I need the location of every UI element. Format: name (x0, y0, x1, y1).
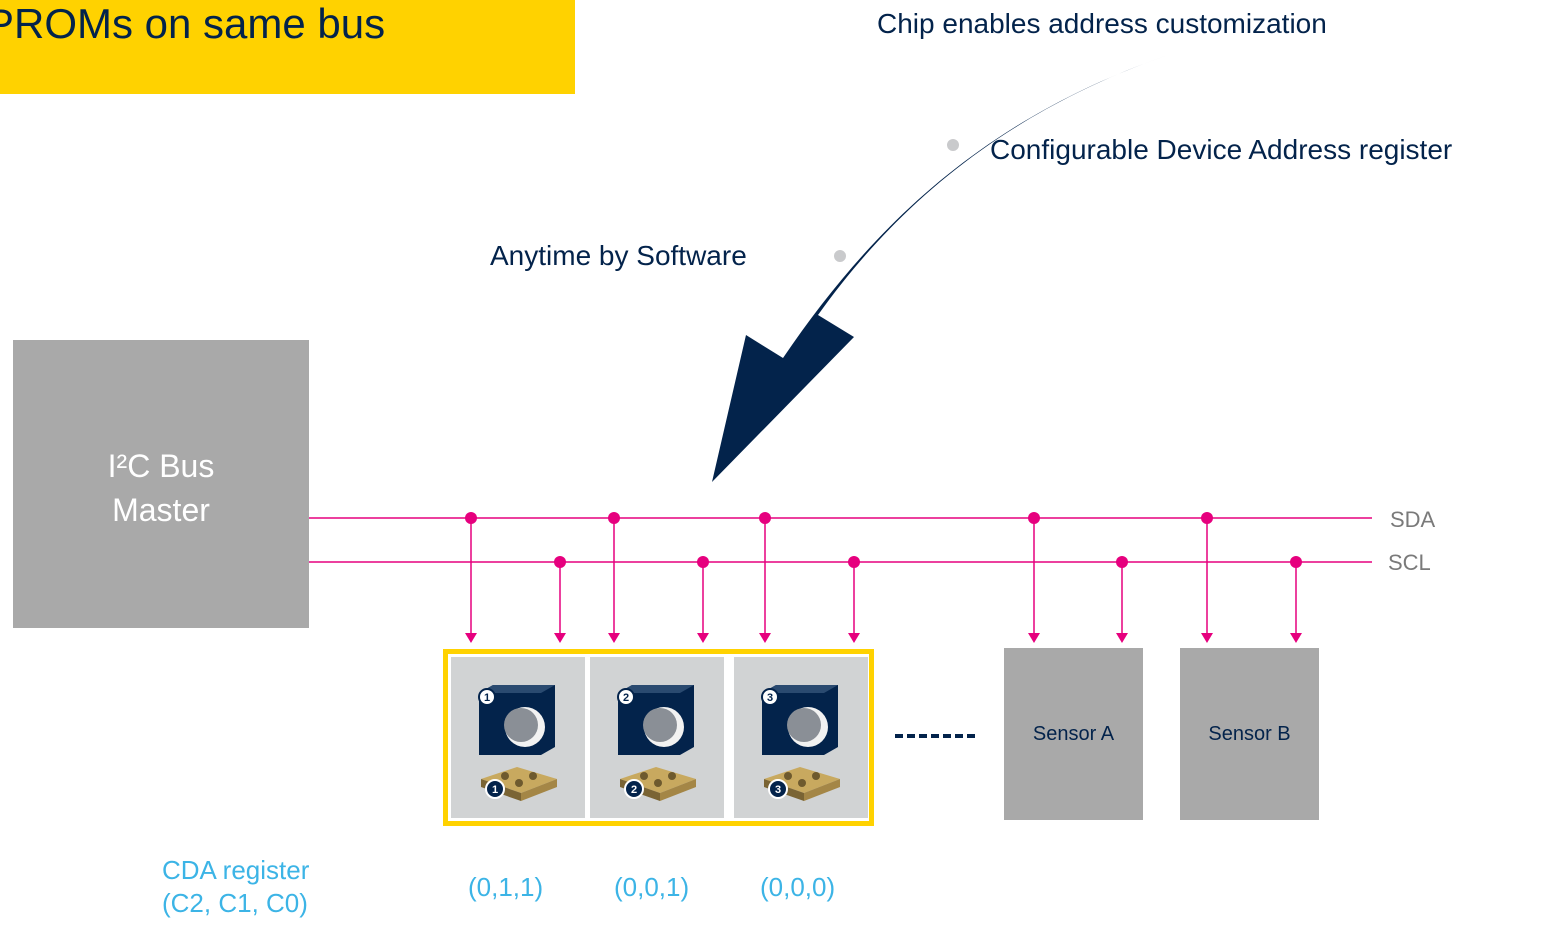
sensor-a: Sensor A (1004, 648, 1143, 820)
bus-tap-arrowhead (1116, 633, 1128, 643)
bullet-marker-configurable (945, 137, 961, 153)
cda-register-bits-label: (C2, C1, C0) (162, 888, 308, 918)
chip-pad-index-label: 3 (775, 784, 781, 796)
bus-tap-dot (1028, 512, 1040, 524)
sensor-b-label: Sensor B (1208, 723, 1291, 745)
chip-pad-index-label: 2 (631, 784, 637, 796)
bus-taps (465, 512, 1302, 643)
eeprom-cell-1: 1 1 (451, 657, 585, 818)
cda-value-3: (0,0,0) (760, 872, 836, 902)
eeprom-chip-icon: 2 2 (617, 685, 696, 801)
chip-enables-label: Chip enables address customization (877, 8, 1327, 39)
ellipsis-dashes (895, 734, 975, 738)
page-title: PROMs on same bus (0, 0, 386, 47)
chip-pad-index-label: 1 (492, 784, 498, 796)
i2c-bus-master: I²C Bus Master (13, 340, 309, 628)
cda-value-2: (0,0,1) (614, 872, 690, 902)
master-label: I²C Bus Master (13, 444, 309, 532)
master-label-line1: I²C Bus (107, 448, 215, 484)
bus-tap-arrowhead (1028, 633, 1040, 643)
master-label-line2: Master (112, 492, 210, 528)
bus-tap-arrowhead (848, 633, 860, 643)
sda-label: SDA (1390, 507, 1436, 532)
bus-tap-dot (848, 556, 860, 568)
bus-tap-arrowhead (759, 633, 771, 643)
cda-register-label: CDA register (162, 855, 310, 885)
bus-tap-arrowhead (465, 633, 477, 643)
cda-value-1: (0,1,1) (468, 872, 544, 902)
bus-tap-arrowhead (608, 633, 620, 643)
bus-tap-dot (1201, 512, 1213, 524)
bus-tap-dot (1116, 556, 1128, 568)
chip-index-label: 1 (484, 692, 490, 704)
bus-tap-dot (759, 512, 771, 524)
sensor-b: Sensor B (1180, 648, 1319, 820)
bus-tap-arrowhead (554, 633, 566, 643)
bus-tap-arrowhead (1201, 633, 1213, 643)
title-banner: PROMs on same bus (0, 0, 575, 94)
scl-label: SCL (1388, 550, 1431, 575)
configurable-register-label: Configurable Device Address register (990, 134, 1453, 165)
bus-tap-arrowhead (697, 633, 709, 643)
bullet-marker-anytime (832, 248, 848, 264)
bus-tap-arrowhead (1290, 633, 1302, 643)
bus-tap-dot (608, 512, 620, 524)
eeprom-chip-icon: 1 1 (478, 685, 557, 801)
anytime-software-label: Anytime by Software (490, 240, 747, 271)
eeprom-cell-3: 3 3 (734, 657, 868, 818)
eeprom-cell-2: 2 2 (590, 657, 724, 818)
bus-tap-dot (465, 512, 477, 524)
bus-tap-dot (554, 556, 566, 568)
eeprom-chip-icon: 3 3 (761, 685, 840, 801)
chip-index-label: 3 (767, 692, 773, 704)
eeprom-group: 1 1 2 (443, 649, 874, 826)
bus-tap-dot (697, 556, 709, 568)
bus-tap-dot (1290, 556, 1302, 568)
chip-index-label: 2 (623, 692, 629, 704)
sensor-a-label: Sensor A (1032, 723, 1115, 745)
